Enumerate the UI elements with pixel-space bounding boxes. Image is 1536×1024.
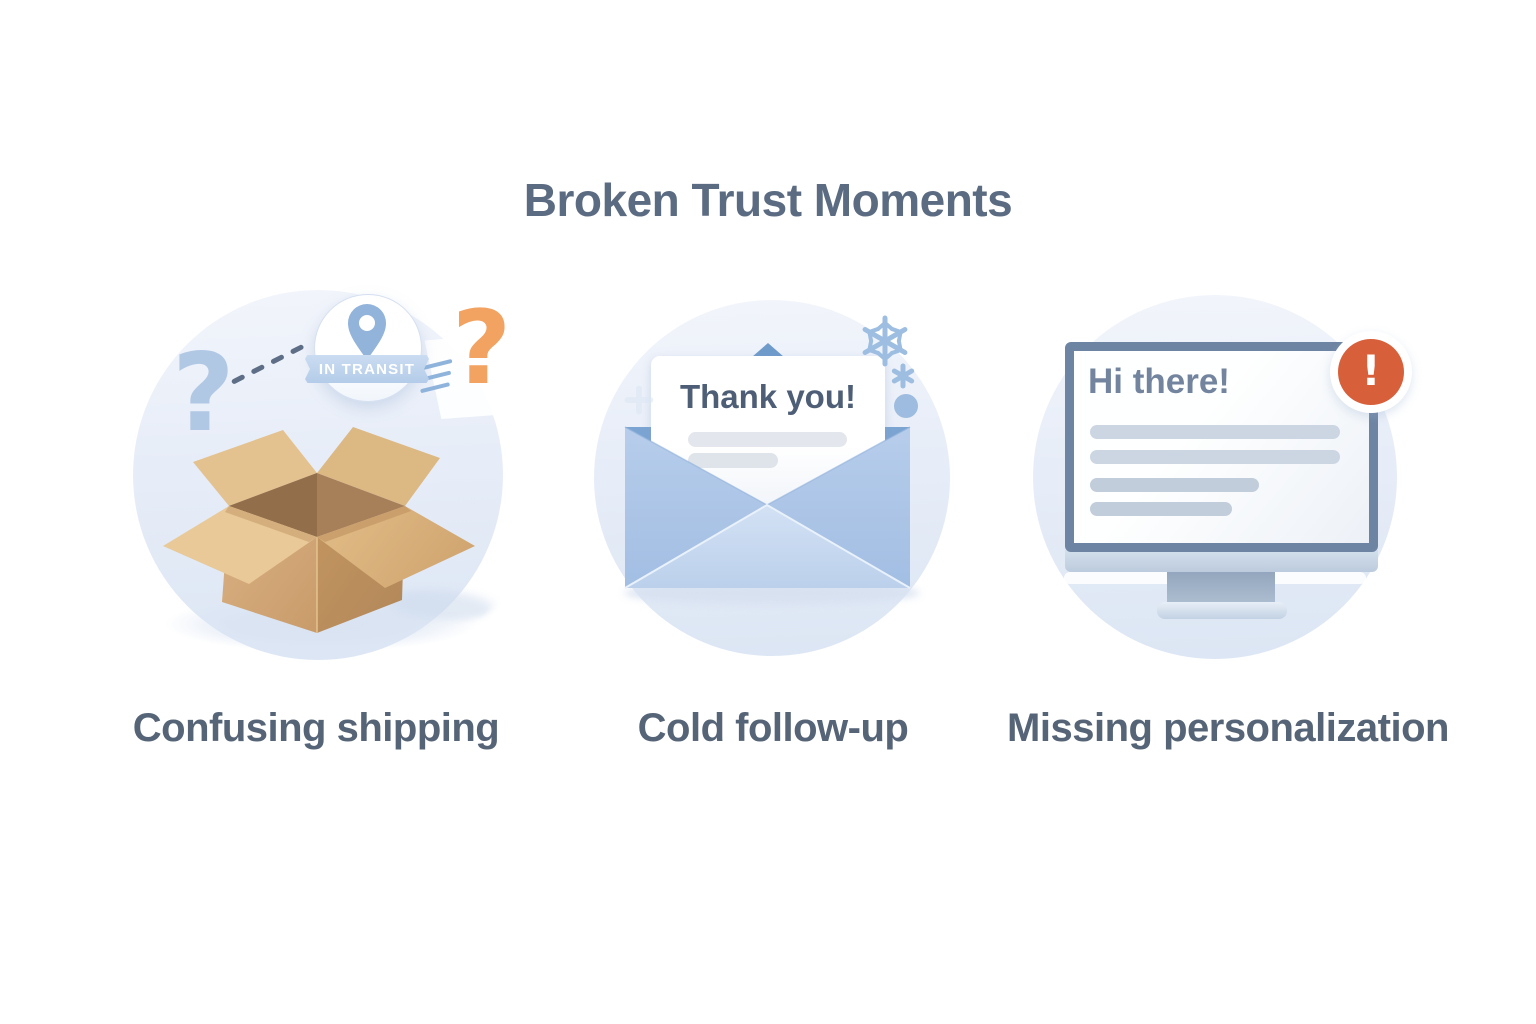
faint-sparkle-icon [624, 385, 654, 415]
placeholder-line [1090, 450, 1340, 464]
placeholder-line [688, 432, 847, 447]
envelope-icon [624, 426, 911, 589]
monitor-icon: Hi there! [1065, 342, 1378, 552]
question-mark-icon-blue: ? [172, 331, 235, 456]
placeholder-line [1090, 425, 1340, 439]
monitor-bottom-bezel [1065, 550, 1378, 572]
alert-badge: ! [1338, 339, 1404, 405]
snowflake-icon [862, 315, 908, 367]
map-pin-icon [348, 304, 386, 360]
placeholder-line [1090, 502, 1232, 516]
monitor-stand-neck [1167, 572, 1275, 604]
placeholder-line [688, 453, 778, 468]
panel-label-confusing-shipping: Confusing shipping [132, 706, 500, 750]
placeholder-line [1090, 478, 1259, 492]
dot-icon [894, 394, 918, 418]
screen-heading: Hi there! [1088, 362, 1230, 401]
exclamation-icon: ! [1361, 345, 1381, 395]
monitor-stand-base [1157, 602, 1287, 619]
panel-label-cold-follow-up: Cold follow-up [637, 706, 909, 750]
question-mark-icon-orange: ? [452, 289, 512, 408]
letter-heading: Thank you! [679, 378, 856, 415]
panel-label-missing-personalization: Missing personalization [1007, 706, 1449, 750]
in-transit-ribbon: IN TRANSIT [305, 355, 429, 383]
small-snowflake-icon [891, 363, 915, 389]
page-title: Broken Trust Moments [523, 173, 1013, 226]
open-box-icon [163, 427, 475, 633]
in-transit-text: IN TRANSIT [318, 360, 416, 378]
